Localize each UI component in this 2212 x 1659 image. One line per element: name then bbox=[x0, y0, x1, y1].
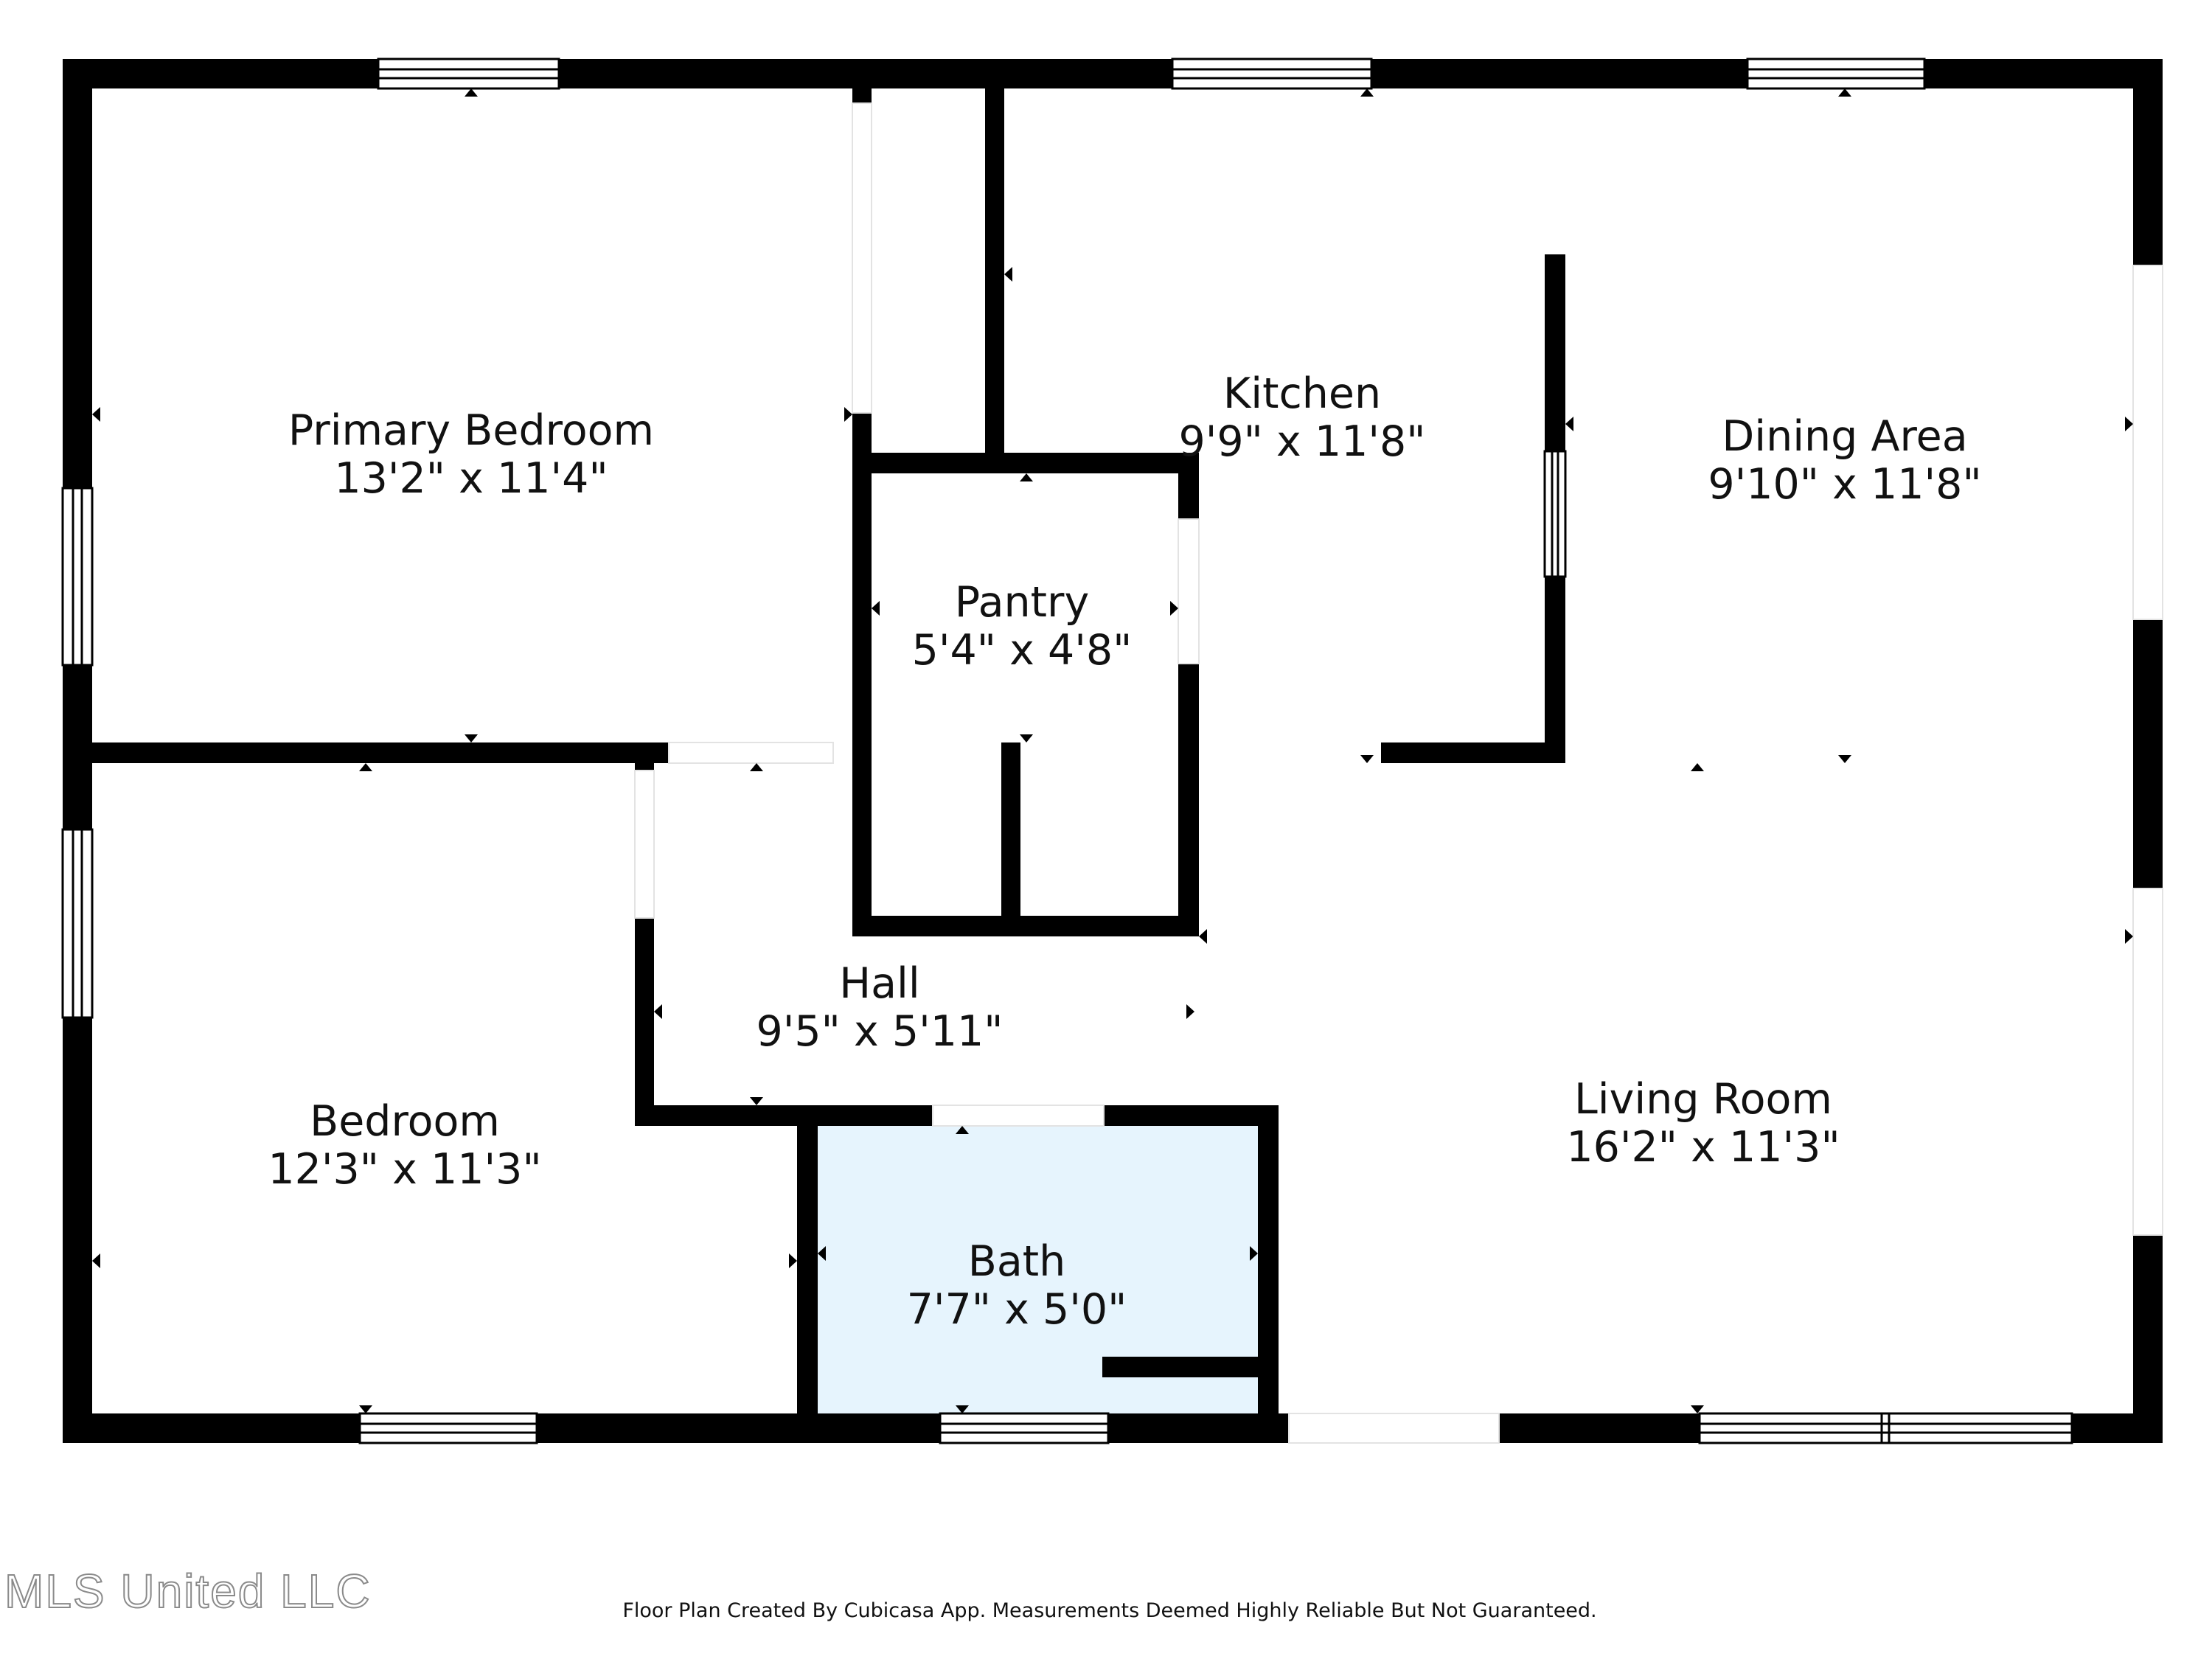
window-bottom-bath bbox=[939, 1412, 1110, 1444]
marker-arrow bbox=[1186, 1004, 1194, 1019]
room-name-kitchen: Kitchen bbox=[1223, 369, 1381, 418]
room-dims-pantry: 5'4" x 4'8" bbox=[912, 626, 1133, 675]
measurement-markers bbox=[92, 88, 2133, 1413]
room-dims-bedroom: 12'3" x 11'3" bbox=[268, 1145, 541, 1194]
room-dims-living-room: 16'2" x 11'3" bbox=[1566, 1123, 1840, 1172]
marker-arrow bbox=[92, 1253, 100, 1268]
marker-arrow bbox=[844, 407, 852, 422]
opening-hall-top bbox=[668, 742, 834, 764]
marker-arrow bbox=[1250, 1246, 1258, 1261]
wall-pantry-top bbox=[852, 453, 1199, 473]
room-name-primary-bedroom: Primary Bedroom bbox=[288, 406, 654, 455]
opening-pantry-right bbox=[1178, 518, 1200, 664]
wall-bedrooms-divider bbox=[63, 742, 669, 763]
window-top-primary bbox=[377, 58, 560, 90]
wall-kitchen-left bbox=[985, 86, 1004, 467]
marker-arrow bbox=[1838, 755, 1851, 763]
room-dims-primary-bedroom: 13'2" x 11'4" bbox=[334, 454, 608, 503]
marker-arrow bbox=[2125, 929, 2133, 944]
room-labels: Primary Bedroom 13'2" x 11'4" Kitchen 9'… bbox=[268, 369, 1981, 1334]
room-name-living-room: Living Room bbox=[1574, 1075, 1832, 1124]
opening-primary-right bbox=[852, 102, 872, 414]
marker-arrow bbox=[1199, 929, 1207, 944]
watermark-logo: MLS United LLC bbox=[4, 1565, 372, 1618]
wall-closet-divider bbox=[1001, 742, 1020, 936]
window-bottom-living bbox=[1698, 1412, 2073, 1444]
wall-kitchen-stub bbox=[1381, 742, 1565, 763]
opening-entry-bottom bbox=[1288, 1413, 1500, 1444]
marker-arrow bbox=[1691, 763, 1704, 771]
windows bbox=[61, 58, 2073, 1444]
window-left-bedroom bbox=[61, 828, 94, 1019]
room-dims-kitchen: 9'9" x 11'8" bbox=[1178, 417, 1425, 466]
marker-arrow bbox=[2125, 417, 2133, 431]
marker-arrow bbox=[956, 1405, 969, 1413]
marker-arrow bbox=[956, 1126, 969, 1134]
marker-arrow bbox=[1360, 755, 1374, 763]
marker-arrow bbox=[465, 734, 478, 742]
wall-closet-bottom bbox=[852, 916, 1199, 936]
window-bottom-bedroom bbox=[358, 1412, 538, 1444]
room-name-bath: Bath bbox=[968, 1237, 1066, 1286]
opening-dining-right-upper bbox=[2132, 265, 2163, 620]
marker-arrow bbox=[1565, 417, 1573, 431]
marker-arrow bbox=[1170, 601, 1178, 616]
marker-arrow bbox=[750, 763, 763, 771]
room-name-hall: Hall bbox=[839, 959, 919, 1008]
window-top-kitchen bbox=[1171, 58, 1373, 90]
marker-arrow bbox=[92, 407, 100, 422]
opening-dining-right-lower bbox=[2132, 888, 2163, 1236]
wall-openings bbox=[634, 102, 2163, 1444]
wall-bath-top-right bbox=[1104, 1105, 1279, 1126]
wall-hall-bottom bbox=[635, 1105, 945, 1126]
wall-bath-shelf bbox=[1102, 1357, 1279, 1377]
room-dims-dining-area: 9'10" x 11'8" bbox=[1708, 460, 1981, 509]
window-top-dining bbox=[1746, 58, 1926, 90]
marker-arrow bbox=[750, 1097, 763, 1105]
opening-hall-left bbox=[634, 770, 655, 919]
marker-arrow bbox=[1691, 1405, 1704, 1413]
marker-arrow bbox=[818, 1246, 826, 1261]
marker-arrow bbox=[1020, 734, 1033, 742]
marker-arrow bbox=[654, 1004, 662, 1019]
marker-arrow bbox=[359, 763, 372, 771]
room-name-bedroom: Bedroom bbox=[310, 1097, 500, 1146]
marker-arrow bbox=[1020, 473, 1033, 481]
window-kitchen-partition bbox=[1543, 450, 1567, 578]
marker-arrow bbox=[1004, 267, 1012, 282]
marker-arrow bbox=[1838, 88, 1851, 97]
room-dims-hall: 9'5" x 5'11" bbox=[756, 1007, 1003, 1056]
disclaimer-text: Floor Plan Created By Cubicasa App. Meas… bbox=[622, 1599, 1596, 1622]
marker-arrow bbox=[465, 88, 478, 97]
wall-pantry-right-lower bbox=[1178, 664, 1199, 936]
marker-arrow bbox=[1360, 88, 1374, 97]
marker-arrow bbox=[872, 601, 880, 616]
wall-bath-right bbox=[1258, 1105, 1279, 1443]
room-name-dining-area: Dining Area bbox=[1722, 412, 1967, 461]
room-dims-bath: 7'7" x 5'0" bbox=[907, 1285, 1127, 1334]
wall-bath-left bbox=[797, 1105, 818, 1443]
marker-arrow bbox=[789, 1253, 797, 1268]
window-left-primary bbox=[61, 487, 94, 667]
marker-arrow bbox=[359, 1405, 372, 1413]
opening-bath-door bbox=[932, 1105, 1105, 1127]
wall-pantry-right-upper bbox=[1178, 453, 1199, 519]
wall-pantry-left-lower bbox=[852, 742, 872, 936]
room-name-pantry: Pantry bbox=[955, 578, 1089, 627]
